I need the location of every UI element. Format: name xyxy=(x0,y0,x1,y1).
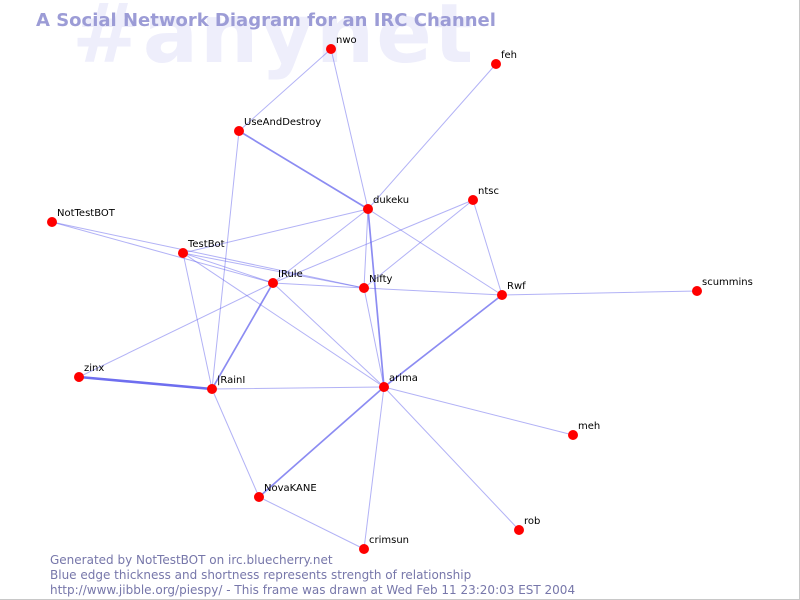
diagram-title: A Social Network Diagram for an IRC Chan… xyxy=(36,10,496,31)
footer-url-timestamp: http://www.jibble.org/piespy/ - This fra… xyxy=(50,583,576,597)
node-label: zinx xyxy=(84,363,104,374)
node-IRainI: |RainI xyxy=(207,375,245,394)
node-scummins: scummins xyxy=(692,277,753,296)
edge-feh-dukeku xyxy=(367,63,497,210)
node-dot xyxy=(363,204,373,214)
edge-ntsc-IRule xyxy=(272,199,474,284)
edge-IRule-IRainI xyxy=(211,282,274,390)
node-dot xyxy=(47,217,57,227)
node-label: meh xyxy=(578,421,600,432)
node-label: Nifty xyxy=(369,274,393,285)
node-dot xyxy=(379,382,389,392)
edge-zinx-IRainI xyxy=(77,375,214,391)
node-Nifty: Nifty xyxy=(359,274,393,293)
edge-TestBot-IRule xyxy=(182,252,274,284)
edge-NotTestBOT-IRule xyxy=(51,221,274,284)
node-dot xyxy=(178,248,188,258)
node-zinx: zinx xyxy=(74,363,104,382)
edge-arima-meh xyxy=(383,386,574,436)
node-ntsc: ntsc xyxy=(468,186,499,205)
node-dot xyxy=(326,44,336,54)
edge-dukeku-TestBot xyxy=(182,208,369,254)
node-dot xyxy=(74,372,84,382)
edge-arima-NovaKANE xyxy=(258,386,385,498)
edge-nwo-UseAndDestroy xyxy=(238,48,332,132)
node-dot xyxy=(254,492,264,502)
edge-ntsc-Rwf xyxy=(472,199,503,296)
edge-dukeku-IRule xyxy=(272,208,369,284)
node-dot xyxy=(359,283,369,293)
edge-arima-rob xyxy=(383,386,520,531)
node-label: NotTestBOT xyxy=(57,208,116,219)
node-arima: arima xyxy=(379,373,418,392)
edge-Rwf-scummins xyxy=(501,290,698,296)
node-NovaKANE: NovaKANE xyxy=(254,483,317,502)
node-dot xyxy=(234,126,244,136)
node-dot xyxy=(568,430,578,440)
footer-legend-note: Blue edge thickness and shortness repres… xyxy=(50,568,472,582)
node-nwo: nwo xyxy=(326,35,357,54)
node-dot xyxy=(514,525,524,535)
edge-NovaKANE-crimsun xyxy=(258,496,365,550)
node-rob: rob xyxy=(514,516,540,535)
edge-TestBot-Nifty xyxy=(182,252,365,289)
edge-dukeku-arima xyxy=(367,208,385,388)
node-dot xyxy=(207,384,217,394)
edge-nwo-dukeku xyxy=(330,48,369,210)
edge-UseAndDestroy-dukeku xyxy=(238,130,369,210)
channel-watermark: #anynet xyxy=(72,0,476,82)
edges-layer xyxy=(51,48,698,550)
edge-dukeku-Rwf xyxy=(367,208,503,296)
node-label: nwo xyxy=(336,35,357,46)
node-meh: meh xyxy=(568,421,600,440)
node-crimsun: crimsun xyxy=(359,535,409,554)
edge-IRainI-arima xyxy=(211,386,385,390)
edge-NotTestBOT-Nifty xyxy=(51,221,365,289)
node-label: Rwf xyxy=(507,281,526,292)
edge-Nifty-arima xyxy=(363,287,385,388)
node-dot xyxy=(268,278,278,288)
edge-dukeku-Nifty xyxy=(363,208,369,289)
node-IRule: IRule xyxy=(268,269,303,288)
edge-arima-crimsun xyxy=(363,386,385,550)
edge-Nifty-Rwf xyxy=(363,287,503,296)
edge-Rwf-arima xyxy=(383,294,503,388)
node-feh: feh xyxy=(491,50,517,69)
node-UseAndDestroy: UseAndDestroy xyxy=(234,117,321,136)
node-label: arima xyxy=(389,373,418,384)
edge-IRainI-NovaKANE xyxy=(211,388,260,498)
edge-TestBot-IRainI xyxy=(182,252,213,390)
node-label: dukeku xyxy=(373,195,409,206)
edge-TestBot-arima xyxy=(182,252,385,388)
node-label: TestBot xyxy=(187,239,225,250)
node-dot xyxy=(692,286,702,296)
edge-IRule-zinx xyxy=(78,282,274,378)
node-dot xyxy=(491,59,501,69)
node-TestBot: TestBot xyxy=(178,239,225,258)
edge-ntsc-Nifty xyxy=(363,199,474,289)
node-Rwf: Rwf xyxy=(497,281,526,300)
node-dot xyxy=(468,195,478,205)
edge-UseAndDestroy-IRainI xyxy=(211,130,240,390)
node-label: rob xyxy=(524,516,540,527)
node-label: feh xyxy=(501,50,517,61)
node-dot xyxy=(359,544,369,554)
node-label: NovaKANE xyxy=(264,483,317,494)
edge-IRule-arima xyxy=(272,282,385,388)
node-dukeku: dukeku xyxy=(363,195,409,214)
node-label: IRule xyxy=(278,269,303,280)
node-label: crimsun xyxy=(369,535,409,546)
footer-generated-by: Generated by NotTestBOT on irc.bluecherr… xyxy=(50,553,333,567)
node-label: UseAndDestroy xyxy=(244,117,321,128)
node-dot xyxy=(497,290,507,300)
edge-IRule-Nifty xyxy=(272,282,365,289)
node-label: ntsc xyxy=(478,186,499,197)
node-label: scummins xyxy=(702,277,753,288)
node-NotTestBOT: NotTestBOT xyxy=(47,208,116,227)
node-label: |RainI xyxy=(217,375,245,386)
